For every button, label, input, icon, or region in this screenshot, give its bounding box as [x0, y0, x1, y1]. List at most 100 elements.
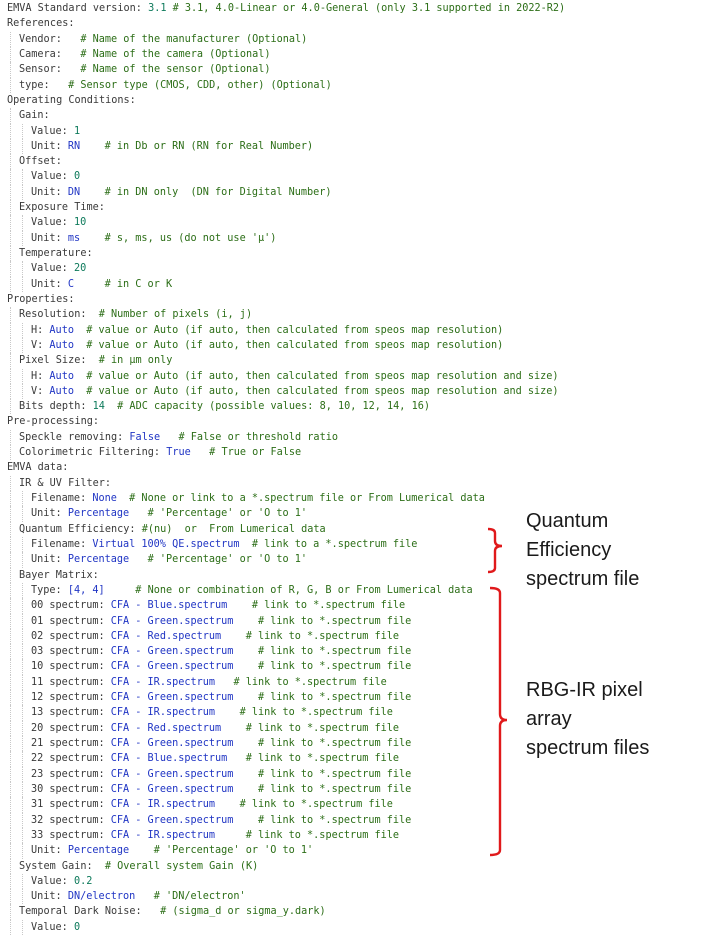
code-line: Value: 0	[0, 919, 716, 935]
code-line: Unit: Percentage # 'Percentage' or 'O to…	[0, 506, 716, 522]
code-line: Value: 0.2	[0, 873, 716, 890]
indent-guide	[10, 307, 11, 323]
indent-guide	[10, 674, 11, 691]
yaml-key: Unit:	[31, 554, 62, 566]
yaml-comment: # Name of the manufacturer (Optional)	[68, 33, 308, 45]
annotation-line: array	[526, 708, 572, 730]
yaml-key: 31 spectrum:	[31, 799, 105, 811]
indent-guide	[10, 62, 11, 78]
yaml-key: Speckle removing:	[19, 431, 124, 443]
indent-guide	[10, 368, 11, 384]
indent-guide	[10, 337, 11, 354]
yaml-value: Virtual 100% QE.spectrum	[92, 538, 240, 550]
yaml-comment: # in Db or RN (RN for Real Number)	[86, 140, 314, 152]
indent-guide	[10, 184, 11, 201]
code-line: EMVA data:	[0, 460, 716, 475]
yaml-value: DN	[67, 186, 81, 198]
yaml-comment: # in DN only (DN for Digital Number)	[86, 186, 332, 198]
code-line: Unit: Percentage # 'Percentage' or 'O to…	[0, 843, 716, 859]
indent-guide	[22, 843, 23, 859]
yaml-comment: # (sigma_d or sigma_y.dark)	[147, 906, 326, 918]
yaml-comment: # in C or K	[80, 278, 173, 290]
indent-guide	[10, 77, 11, 93]
indent-guide	[22, 169, 23, 185]
yaml-value: CFA - IR.spectrum	[110, 676, 216, 688]
yaml-value: Percentage	[67, 845, 130, 857]
code-line: Temperature:	[0, 246, 716, 262]
yaml-value: Auto	[49, 370, 74, 382]
yaml-value: None	[92, 493, 117, 504]
yaml-comment: # Number of pixels (i, j)	[92, 309, 253, 321]
yaml-key: H:	[31, 324, 44, 336]
yaml-key: Unit:	[31, 508, 62, 520]
yaml-key: 10 spectrum:	[31, 661, 105, 673]
indent-guide	[22, 337, 23, 354]
indent-guide	[22, 766, 23, 782]
code-line: Value: 1	[0, 123, 716, 139]
indent-guide	[10, 567, 11, 583]
code-line: Value: 0	[0, 169, 716, 185]
yaml-value: CFA - Green.spectrum	[110, 661, 234, 673]
yaml-comment: # link to *.spectrum file	[221, 829, 400, 841]
indent-guide	[10, 797, 11, 813]
yaml-key: Bits depth:	[19, 401, 87, 413]
indent-guide	[10, 399, 11, 415]
yaml-comment: # 'Percentage' or 'O to 1'	[135, 508, 308, 520]
yaml-value: 10	[73, 217, 87, 229]
code-line: EMVA Standard version: 3.1 # 3.1, 4.0-Li…	[0, 1, 716, 16]
yaml-key: 13 spectrum:	[31, 707, 105, 719]
indent-guide	[22, 889, 23, 905]
annotation-line: spectrum file	[526, 568, 640, 590]
code-line: 02 spectrum: CFA - Red.spectrum # link t…	[0, 628, 716, 645]
yaml-value: CFA - IR.spectrum	[110, 707, 216, 719]
indent-guide	[10, 521, 11, 537]
yaml-value: CFA - Green.spectrum	[110, 783, 234, 795]
yaml-key: 03 spectrum:	[31, 646, 105, 658]
yaml-value: CFA - Green.spectrum	[110, 738, 234, 749]
yaml-value: Auto	[49, 385, 74, 397]
indent-guide	[22, 659, 23, 675]
code-line: Camera: # Name of the camera (Optional)	[0, 46, 716, 63]
indent-guide	[22, 215, 23, 231]
yaml-key: Operating Conditions:	[7, 94, 136, 106]
yaml-comment: # value or Auto (if auto, then calculate…	[80, 339, 504, 351]
yaml-key: Unit:	[31, 278, 62, 290]
indent-guide	[22, 919, 23, 935]
indent-guide	[10, 353, 11, 369]
yaml-key: Unit:	[31, 140, 62, 152]
indent-guide	[10, 246, 11, 262]
yaml-key: 01 spectrum:	[31, 615, 105, 627]
yaml-value: CFA - IR.spectrum	[110, 829, 216, 841]
code-line: 31 spectrum: CFA - IR.spectrum # link to…	[0, 797, 716, 813]
indent-guide	[10, 215, 11, 231]
indent-guide	[22, 705, 23, 721]
code-line: Gain:	[0, 108, 716, 124]
indent-guide	[22, 812, 23, 828]
yaml-comment: # link to *.spectrum file	[233, 600, 406, 612]
code-line: Filename: None # None or link to a *.spe…	[0, 491, 716, 507]
indent-guide	[22, 383, 23, 400]
indent-guide	[10, 751, 11, 767]
indent-guide	[10, 276, 11, 292]
yaml-value: CFA - Green.spectrum	[110, 646, 234, 658]
yaml-comment: # s, ms, us (do not use 'µ')	[86, 232, 277, 244]
code-line: Exposure Time:	[0, 200, 716, 216]
yaml-key: Filename:	[31, 538, 87, 550]
yaml-value: Auto	[49, 339, 74, 351]
yaml-key: EMVA Standard version:	[7, 3, 142, 14]
yaml-key: Quantum Efficiency:	[19, 523, 136, 535]
code-line: V: Auto # value or Auto (if auto, then c…	[0, 383, 716, 400]
yaml-comment: # 'Percentage' or 'O to 1'	[135, 554, 308, 566]
yaml-value: DN/electron	[67, 891, 136, 903]
yaml-key: V:	[31, 339, 44, 351]
indent-guide	[10, 429, 11, 446]
indent-guide	[10, 781, 11, 798]
yaml-value: CFA - Green.spectrum	[110, 615, 234, 627]
code-line: Unit: DN/electron # 'DN/electron'	[0, 889, 716, 905]
code-line: Type: [4, 4] # None or combination of R,…	[0, 582, 716, 599]
yaml-key: Value:	[31, 875, 68, 887]
indent-guide	[22, 628, 23, 645]
yaml-key: Filename:	[31, 493, 87, 504]
yaml-key: Pre-processing:	[7, 416, 100, 428]
yaml-key: IR & UV Filter:	[19, 477, 112, 489]
